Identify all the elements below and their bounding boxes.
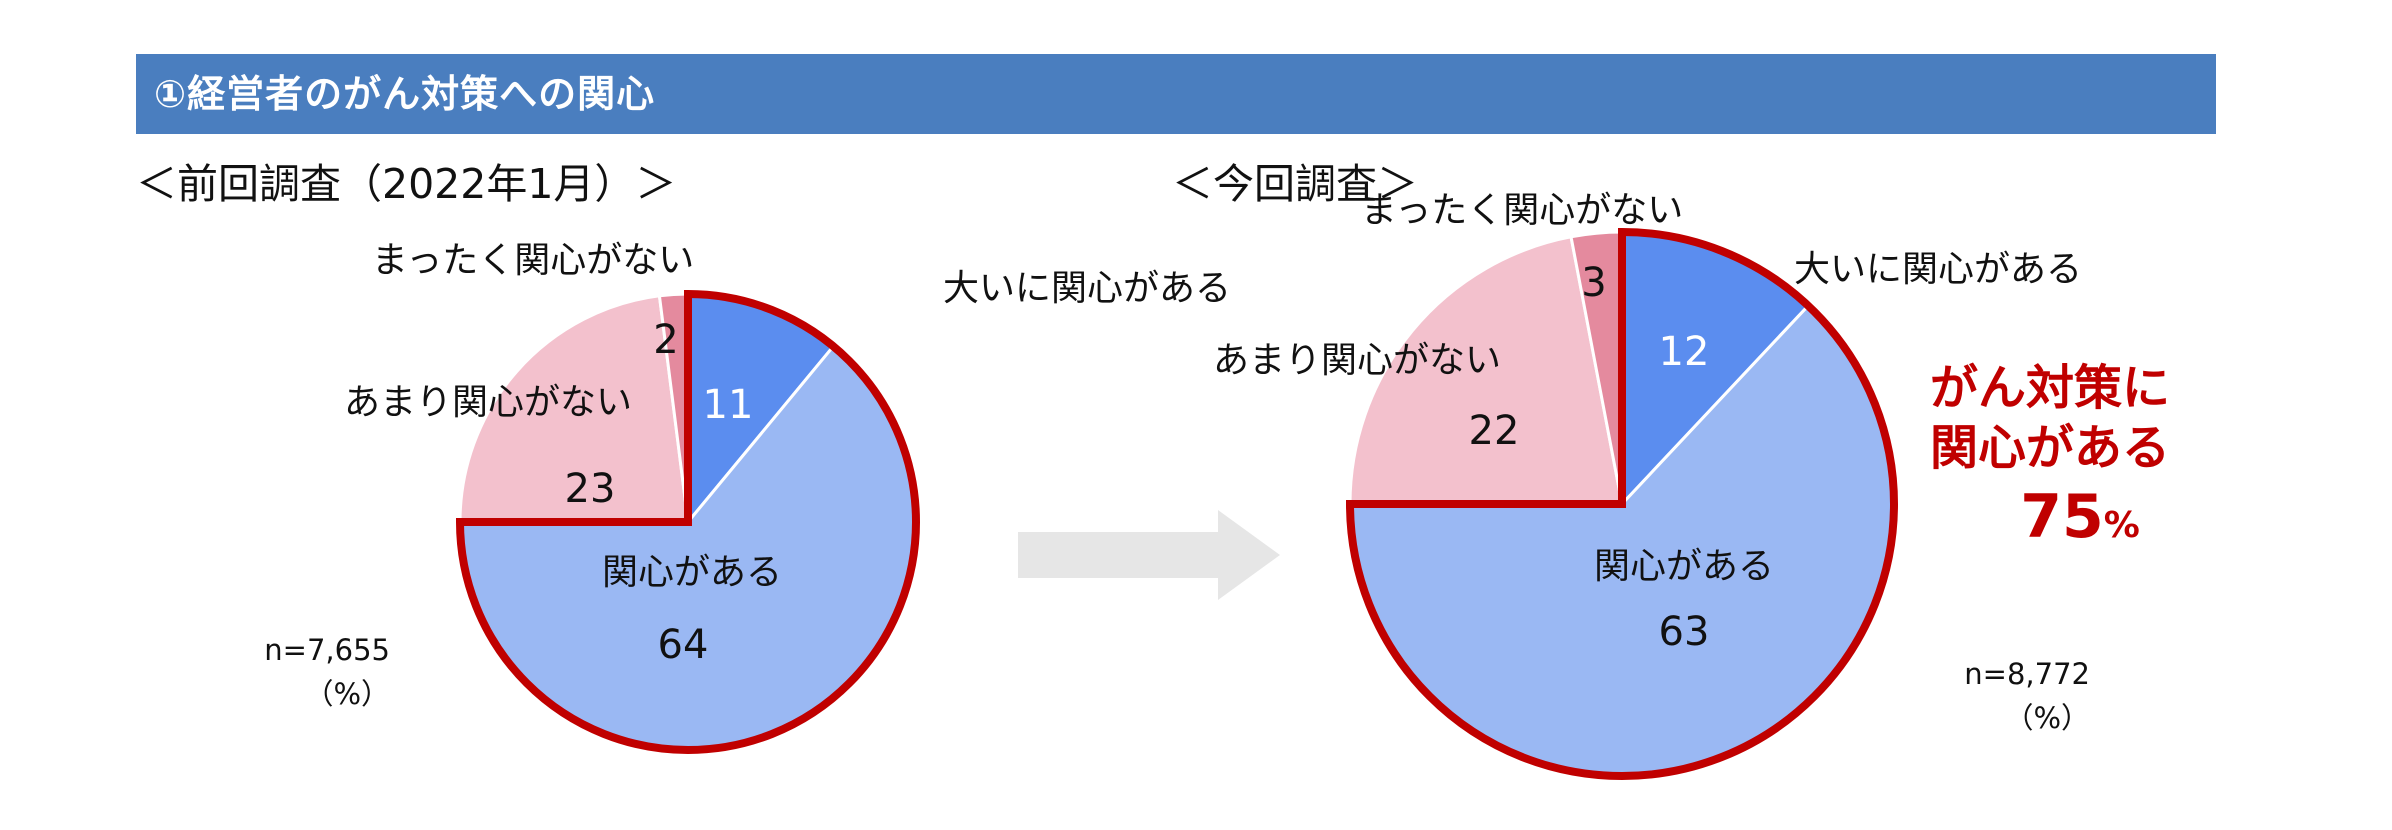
- current-value-not-at-all-interested: 3: [1581, 260, 1606, 306]
- previous-value-not-very-interested: 23: [565, 466, 616, 512]
- current-interested-total-outline: [1345, 227, 1898, 780]
- section-header-bar: ①経営者のがん対策への関心: [136, 54, 2216, 134]
- current-value-not-very-interested: 22: [1469, 408, 1520, 454]
- previous-n-label: n=7,655: [264, 633, 390, 667]
- current-value-interested: 63: [1659, 609, 1710, 655]
- callout-percent: 75%: [1970, 478, 2190, 565]
- interest-total-callout: がん対策に 関心がある 75%: [1910, 358, 2190, 565]
- current-survey-title: ＜今回調査＞: [1172, 160, 1418, 208]
- callout-value: 75: [2020, 482, 2104, 552]
- previous-value-interested: 64: [658, 622, 709, 668]
- current-slice-not-very-interested: [1348, 235, 1624, 506]
- current-value-strongly-interested: 12: [1659, 329, 1710, 375]
- previous-value-strongly-interested: 11: [703, 382, 754, 428]
- previous-survey-title: ＜前回調査（2022年1月）＞: [136, 160, 677, 208]
- current-n-label: n=8,772: [1964, 657, 2090, 691]
- previous-value-not-at-all-interested: 2: [653, 317, 678, 363]
- current-label-strongly-interested: 大いに関心がある: [1794, 249, 2082, 290]
- current-label-not-very-interested: あまり関心がない: [1213, 340, 1501, 381]
- previous-label-interested: 関心がある: [602, 552, 782, 593]
- callout-line-1: がん対策に: [1929, 360, 2170, 416]
- previous-label-not-at-all-interested: まったく関心がない: [372, 240, 695, 281]
- previous-n-note: n=7,655 （%）: [230, 628, 390, 716]
- comparison-arrow-shape: [1018, 510, 1280, 600]
- current-n-note: n=8,772 （%）: [1930, 652, 2090, 740]
- previous-slice-not-very-interested: [458, 294, 690, 524]
- current-unit-label: （%）: [2004, 701, 2090, 735]
- previous-interested-total-outline: [455, 289, 920, 754]
- section-header-title: ①経営者のがん対策への関心: [154, 72, 656, 116]
- current-label-interested: 関心がある: [1594, 546, 1774, 587]
- current-label-not-at-all-interested: まったく関心がない: [1361, 190, 1684, 231]
- comparison-arrow-icon: [1018, 510, 1280, 600]
- previous-unit-label: （%）: [304, 677, 390, 711]
- callout-unit: %: [2103, 505, 2140, 546]
- previous-label-not-very-interested: あまり関心がない: [344, 382, 632, 423]
- callout-line-2: 関心がある: [1929, 420, 2170, 476]
- previous-label-strongly-interested: 大いに関心がある: [943, 268, 1231, 309]
